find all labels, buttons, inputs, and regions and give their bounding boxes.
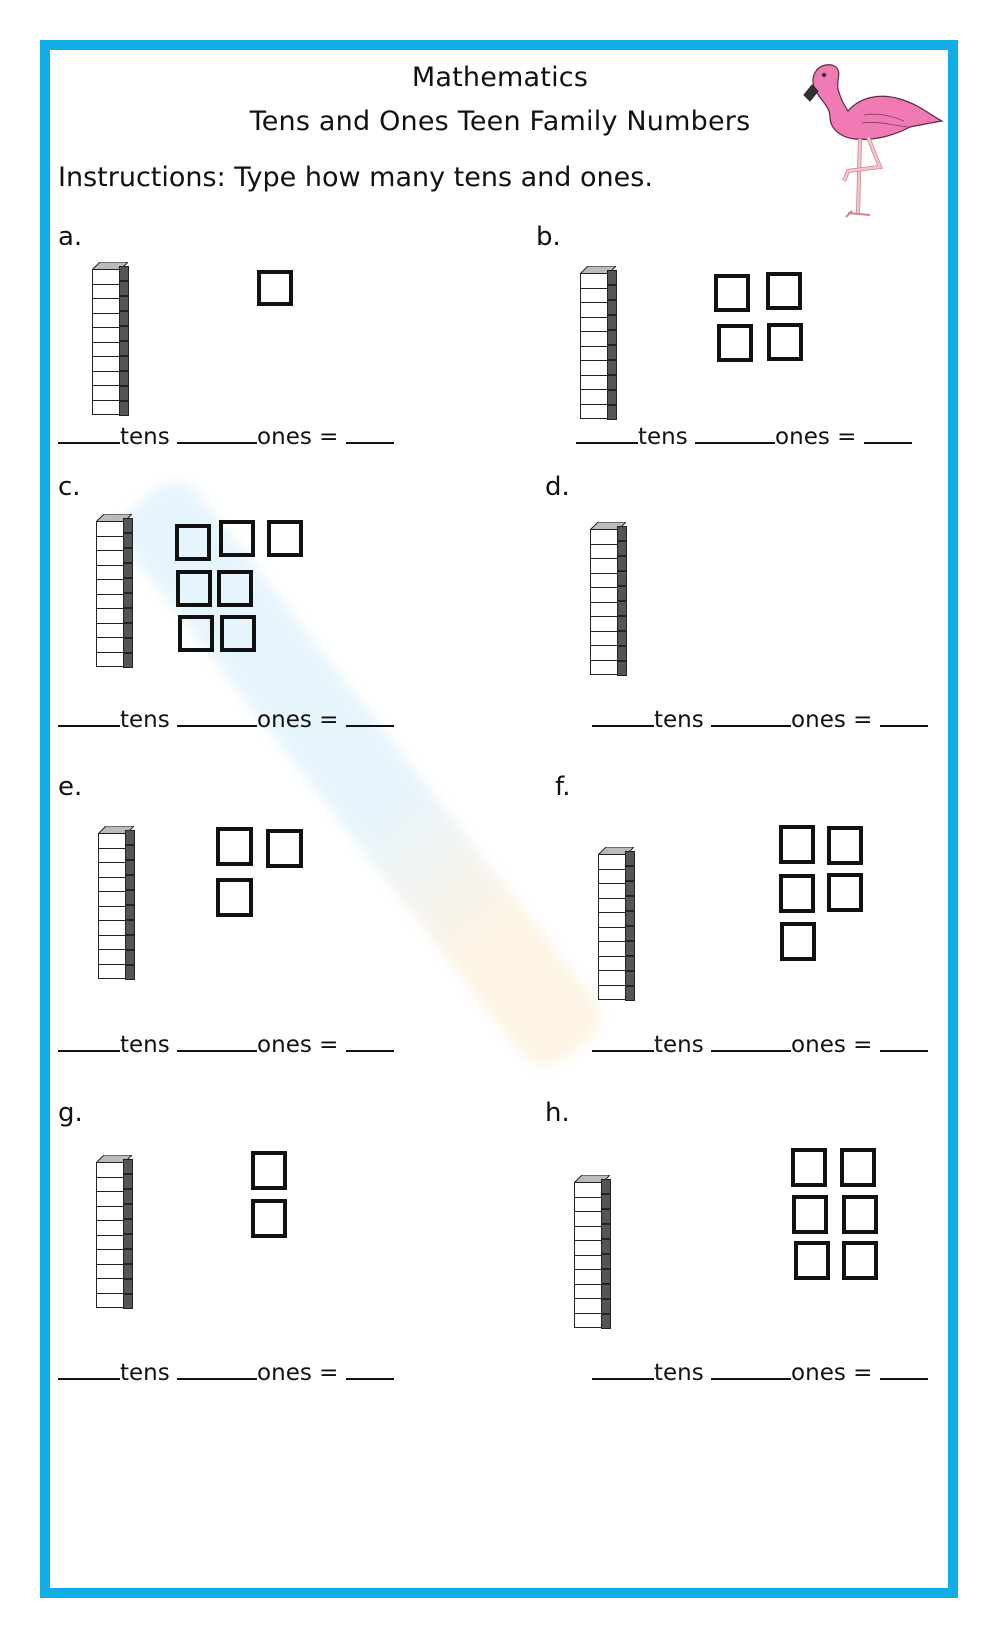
worksheet-title: Tens and Ones Teen Family Numbers [249,106,751,137]
problem-label-f: f. [555,772,571,802]
ones-block [216,878,253,917]
answer-row-g: tens ones = [58,1356,394,1386]
ones-block [220,615,256,652]
ones-block [794,1241,830,1280]
tens-answer-field-c[interactable] [58,703,120,727]
tens-answer-field-a[interactable] [58,420,120,444]
ones-block [714,274,750,312]
tens-label: tens [638,424,688,450]
ones-block [840,1148,876,1187]
ones-block [842,1195,878,1234]
tens-label: tens [120,707,170,733]
answer-row-b: tens ones = [576,420,912,450]
ones-block [219,520,255,557]
ones-answer-field-b[interactable] [695,420,776,444]
total-answer-field-e[interactable] [345,1028,394,1052]
ones-block [267,520,303,557]
ones-block [842,1241,878,1280]
answer-row-d: tens ones = [592,703,928,733]
problem-label-e: e. [58,772,83,802]
problem-label-d: d. [545,472,570,502]
ones-block [827,873,863,912]
problem-label-h: h. [545,1098,570,1128]
ones-label: ones = [257,707,339,733]
flamingo-icon [803,64,944,218]
ones-block [780,922,816,961]
total-answer-field-f[interactable] [879,1028,928,1052]
tens-label: tens [654,1360,704,1386]
answer-row-a: tens ones = [58,420,394,450]
ones-answer-field-e[interactable] [177,1028,258,1052]
ones-block [257,270,293,306]
ones-answer-field-a[interactable] [177,420,258,444]
ones-block [217,570,253,607]
ones-block [767,323,803,361]
ones-block [779,874,815,913]
tens-label: tens [654,707,704,733]
ones-label: ones = [257,424,339,450]
answer-row-h: tens ones = [592,1356,928,1386]
answer-row-c: tens ones = [58,703,394,733]
tens-answer-field-b[interactable] [576,420,638,444]
answer-row-e: tens ones = [58,1028,394,1058]
total-answer-field-c[interactable] [345,703,394,727]
ones-block [251,1199,287,1238]
ones-block [827,826,863,865]
total-answer-field-h[interactable] [879,1356,928,1380]
subject-heading: Mathematics [411,62,589,93]
ones-label: ones = [791,1032,873,1058]
flamingo-illustration [800,55,945,220]
problem-label-b: b. [536,222,561,252]
ones-block [266,829,303,868]
ones-block [779,825,815,864]
instructions: Instructions: Type how many tens and one… [58,162,653,193]
ones-block [792,1195,828,1234]
total-answer-field-d[interactable] [879,703,928,727]
tens-answer-field-d[interactable] [592,703,654,727]
tens-label: tens [120,1360,170,1386]
total-answer-field-a[interactable] [345,420,394,444]
ones-label: ones = [257,1032,339,1058]
problem-label-c: c. [58,472,81,502]
ones-label: ones = [257,1360,339,1386]
total-answer-field-b[interactable] [863,420,912,444]
tens-label: tens [654,1032,704,1058]
problem-label-a: a. [58,222,83,252]
ones-answer-field-g[interactable] [177,1356,258,1380]
problem-label-g: g. [58,1098,83,1128]
worksheet-border [40,40,958,1598]
total-answer-field-g[interactable] [345,1356,394,1380]
ones-answer-field-c[interactable] [177,703,258,727]
ones-label: ones = [791,707,873,733]
ones-block [251,1151,287,1190]
ones-answer-field-f[interactable] [711,1028,792,1052]
ones-answer-field-h[interactable] [711,1356,792,1380]
tens-answer-field-g[interactable] [58,1356,120,1380]
ones-label: ones = [791,1360,873,1386]
ones-block [176,570,212,607]
tens-answer-field-f[interactable] [592,1028,654,1052]
ones-block [216,827,253,866]
tens-label: tens [120,424,170,450]
ones-block [175,524,211,561]
ones-block [791,1148,827,1187]
ones-label: ones = [775,424,857,450]
tens-answer-field-h[interactable] [592,1356,654,1380]
ones-block [717,324,753,362]
ones-block [178,615,214,652]
tens-label: tens [120,1032,170,1058]
answer-row-f: tens ones = [592,1028,928,1058]
ones-block [766,272,802,310]
ones-answer-field-d[interactable] [711,703,792,727]
tens-answer-field-e[interactable] [58,1028,120,1052]
